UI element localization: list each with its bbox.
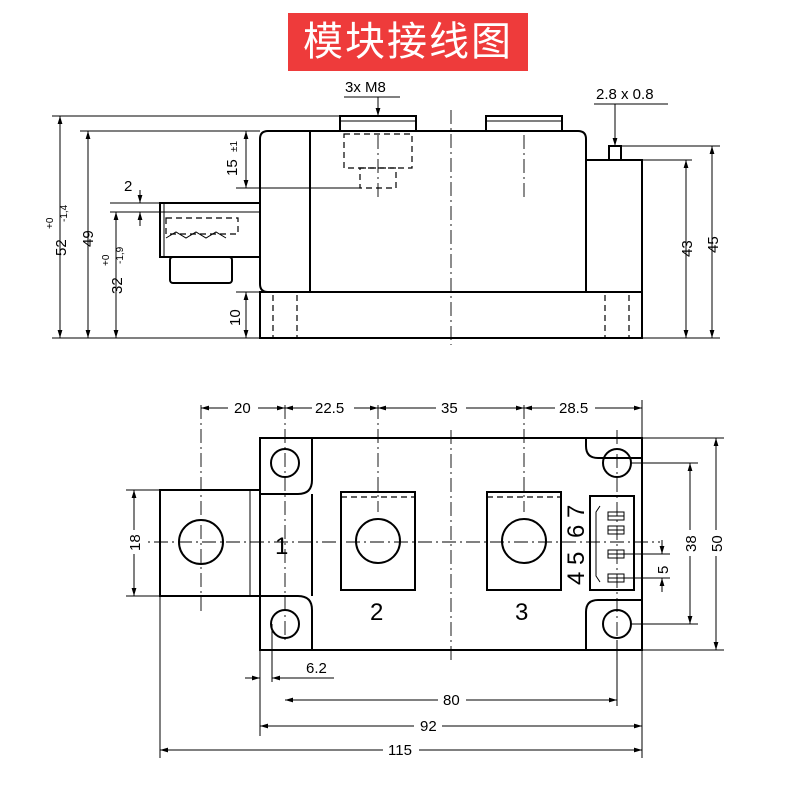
pins-lower-label: 4 5: [563, 552, 590, 585]
dim-52-tol-upper: +0: [45, 217, 56, 229]
terminal-2-block: [340, 491, 416, 591]
top-view: 1 2 3 6 7 4 5 20 22.5 35 28.5 18 6.2: [126, 398, 726, 759]
screw-label: 3x M8: [345, 79, 386, 96]
dim-5: 5: [655, 566, 672, 574]
dim-6-2: 6.2: [306, 660, 327, 677]
top-left-terminal: [159, 489, 261, 597]
side-body: [259, 130, 587, 293]
dim-15-tol: ±1: [229, 141, 240, 152]
dim-28-5: 28.5: [559, 400, 588, 417]
dim-32: 32: [109, 277, 126, 294]
pin-label: 2.8 x 0.8: [596, 86, 654, 103]
dim-115: 115: [388, 742, 412, 759]
aux-pin-housing: [589, 495, 635, 591]
dim-18: 18: [127, 534, 144, 551]
terminal-1-label: 1: [275, 533, 288, 560]
dim-80: 80: [443, 692, 460, 709]
side-view: 52 +0 -1,4 49 32 +0 -1,9 2 15 ±1 10 43 4…: [45, 79, 722, 345]
dim-22-5: 22.5: [315, 400, 344, 417]
dim-32-tol-lower: -1,9: [115, 246, 126, 264]
side-left-terminal: [159, 202, 261, 258]
terminal-2-label: 2: [370, 599, 383, 626]
dim-32-tol-upper: +0: [101, 254, 112, 266]
dim-52-tol-lower: -1,4: [59, 204, 70, 222]
terminal-3-hole: [501, 518, 547, 564]
dim-20: 20: [234, 400, 251, 417]
side-aux-block: [585, 159, 643, 293]
dim-38: 38: [683, 535, 700, 552]
pins-upper-label: 6 7: [563, 505, 590, 538]
dim-92: 92: [420, 718, 437, 735]
dim-50: 50: [709, 535, 726, 552]
dim-49: 49: [80, 230, 97, 247]
terminal-3-label: 3: [515, 599, 528, 626]
dim-43: 43: [679, 240, 696, 257]
dim-15: 15: [224, 159, 241, 176]
dim-2: 2: [124, 178, 132, 195]
dim-45: 45: [705, 236, 722, 253]
diagram-title: 模块接线图: [288, 13, 528, 71]
side-aux-pin: [608, 145, 622, 161]
dim-35: 35: [441, 400, 458, 417]
terminal-3-block: [486, 491, 562, 591]
dim-52: 52: [53, 239, 70, 256]
terminal-2-hole: [355, 518, 401, 564]
top-body: [260, 438, 642, 650]
side-screw-head-2: [485, 115, 563, 132]
side-screw-head-1: [339, 115, 417, 132]
dim-10: 10: [227, 309, 244, 326]
